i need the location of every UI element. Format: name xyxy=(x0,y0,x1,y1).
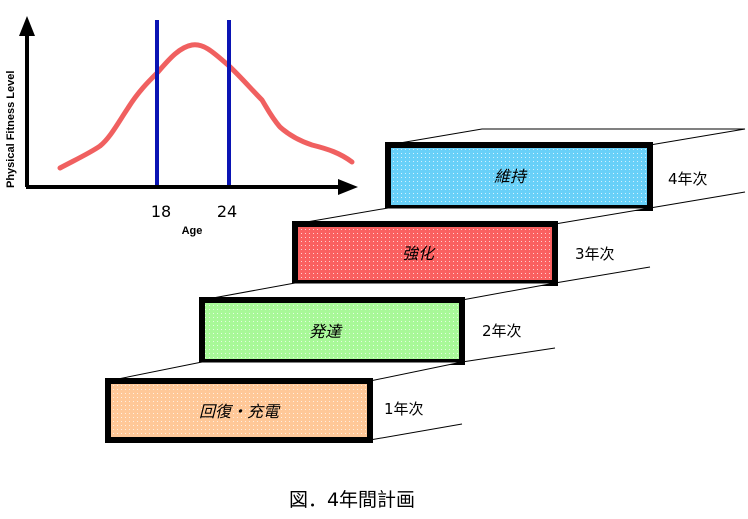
step-1-back-edge xyxy=(369,423,463,441)
step-2-label: 発達 xyxy=(309,322,343,341)
x-tick-18: 18 xyxy=(151,202,171,221)
fitness-graph: Physical Fitness Level 18 24 Age xyxy=(5,16,358,237)
step-3-year: 3年次 xyxy=(575,245,615,263)
x-axis-arrowhead xyxy=(338,179,358,195)
y-axis-label: Physical Fitness Level xyxy=(5,71,17,188)
x-axis-label: Age xyxy=(182,225,203,237)
step-2: 発達 2年次 xyxy=(199,282,556,365)
x-tick-24: 24 xyxy=(217,202,237,221)
step-4-back-edge xyxy=(649,191,746,209)
y-axis-arrowhead xyxy=(19,16,35,36)
step-4-year: 4年次 xyxy=(668,170,708,188)
fitness-curve xyxy=(57,42,355,171)
step-2-back-edge xyxy=(461,347,556,363)
step-3: 強化 3年次 xyxy=(292,207,651,286)
step-1: 回復・充電 1年次 xyxy=(105,361,463,443)
step-4-label: 維持 xyxy=(494,167,528,186)
step-4: 維持 4年次 xyxy=(385,128,746,211)
step-3-label: 強化 xyxy=(402,244,436,263)
step-2-year: 2年次 xyxy=(482,322,522,340)
step-1-label: 回復・充電 xyxy=(199,402,281,421)
step-3-back-edge xyxy=(554,266,651,284)
step-1-year: 1年次 xyxy=(384,400,424,418)
figure-caption: 図．4年間計画 xyxy=(289,489,415,511)
